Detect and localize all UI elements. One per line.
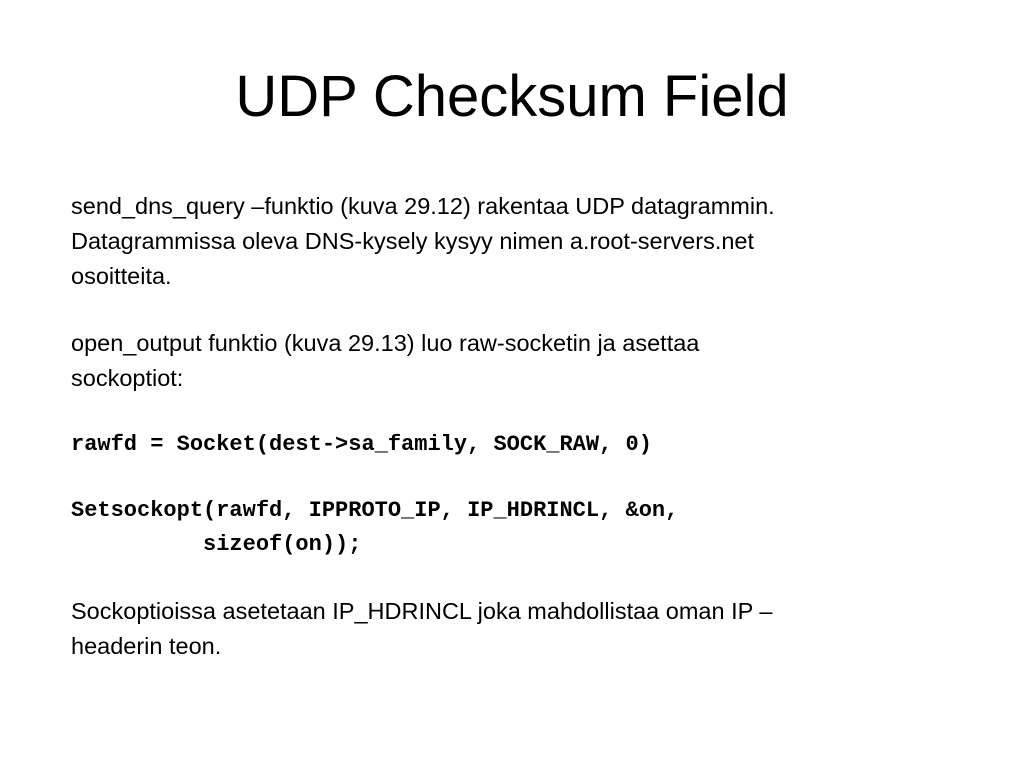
spacer	[71, 462, 971, 494]
text-line: send_dns_query –funktio (kuva 29.12) rak…	[71, 193, 775, 219]
text-line: open_output funktio (kuva 29.13) luo raw…	[71, 330, 700, 356]
spacer	[71, 562, 971, 594]
slide-body: send_dns_query –funktio (kuva 29.12) rak…	[71, 189, 971, 664]
text-line: osoitteita.	[71, 263, 172, 289]
text-line: Datagrammissa oleva DNS-kysely kysyy nim…	[71, 228, 755, 254]
spacer	[71, 294, 971, 326]
spacer	[71, 396, 971, 428]
code-socket-call: rawfd = Socket(dest->sa_family, SOCK_RAW…	[71, 432, 652, 457]
paragraph-open-output: open_output funktio (kuva 29.13) luo raw…	[71, 326, 971, 396]
text-line: sockoptiot:	[71, 365, 184, 391]
code-setsockopt-call: Setsockopt(rawfd, IPPROTO_IP, IP_HDRINCL…	[71, 494, 971, 562]
slide-title: UDP Checksum Field	[235, 64, 789, 129]
text-line: Sockoptioissa asetetaan IP_HDRINCL joka …	[71, 598, 773, 624]
code-line: Setsockopt(rawfd, IPPROTO_IP, IP_HDRINCL…	[71, 498, 679, 523]
code-line: sizeof(on));	[71, 532, 362, 557]
paragraph-dns-query: send_dns_query –funktio (kuva 29.12) rak…	[71, 189, 971, 294]
text-line: headerin teon.	[71, 633, 222, 659]
paragraph-hdrincl: Sockoptioissa asetetaan IP_HDRINCL joka …	[71, 594, 971, 664]
